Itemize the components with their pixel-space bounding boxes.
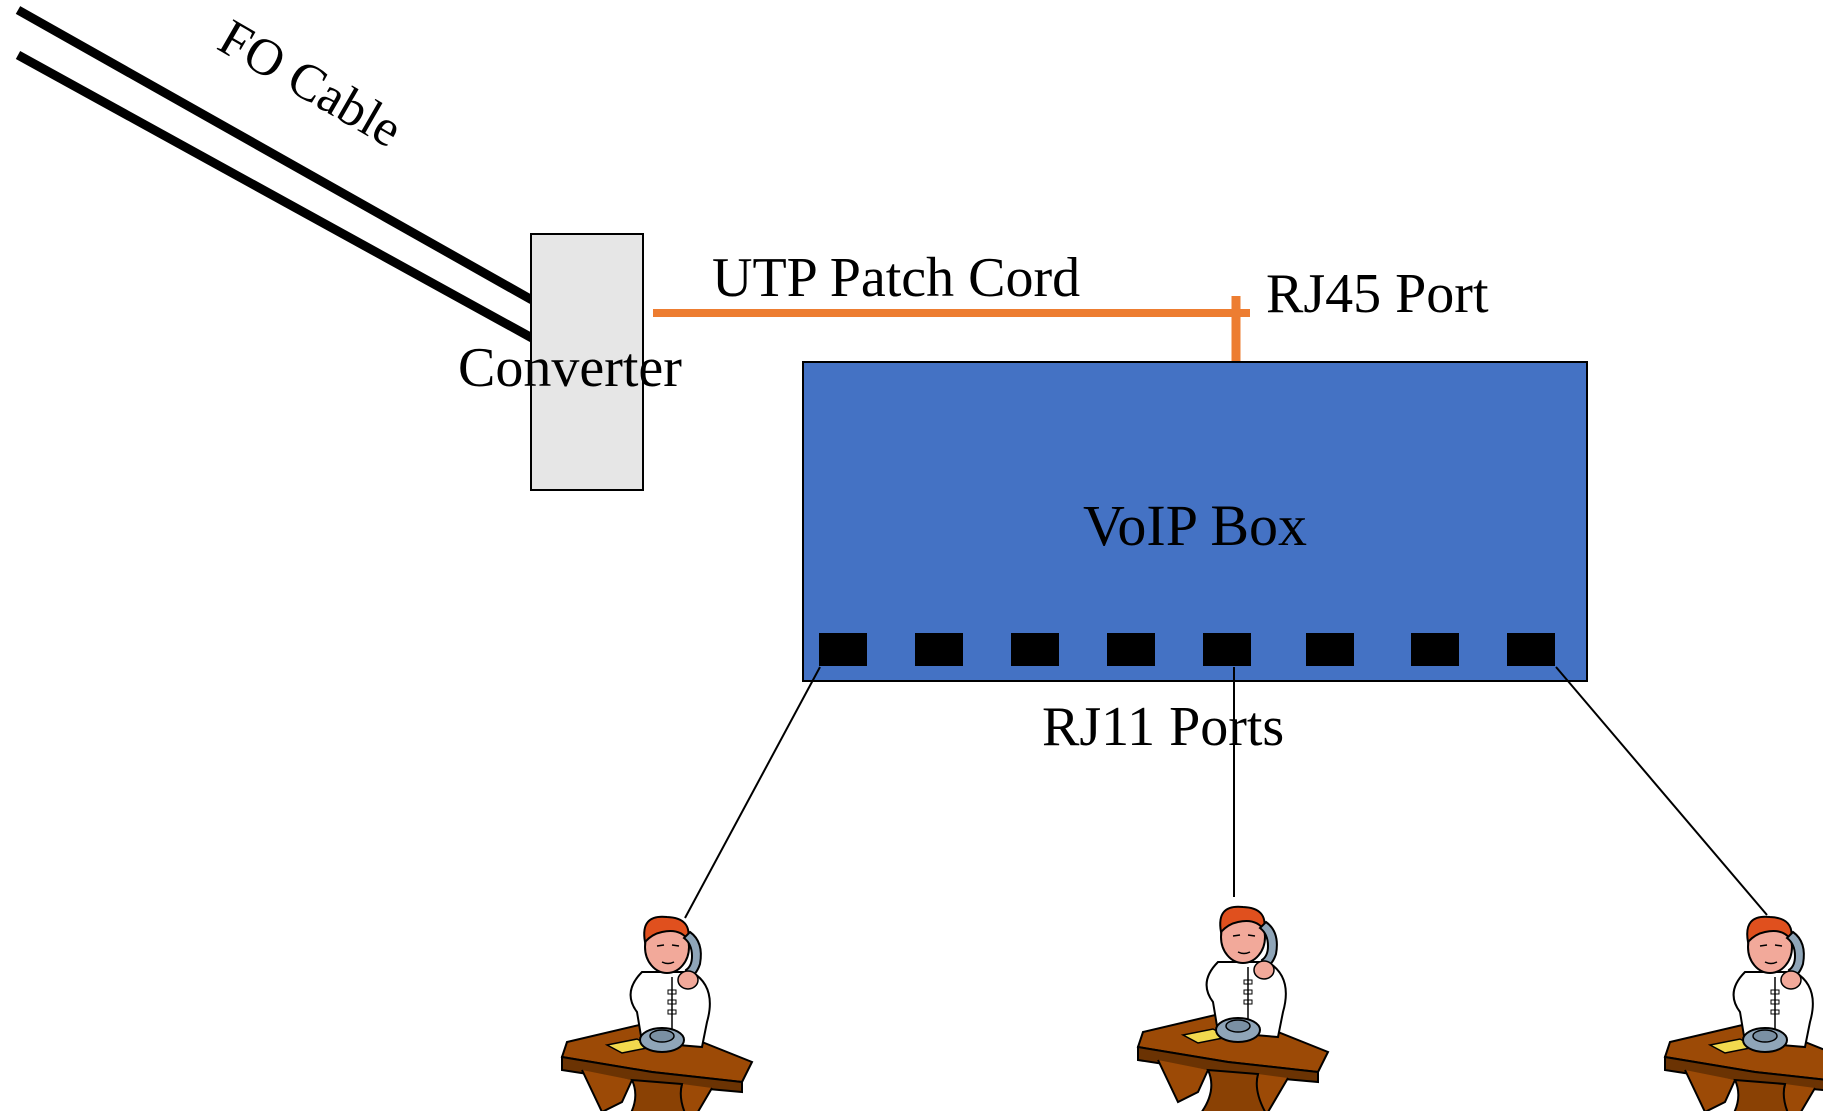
person-on-phone-at-desk-icon: [561, 915, 753, 1111]
person-on-phone-at-desk-icon: [1137, 905, 1329, 1111]
rj11-ports-label: RJ11 Ports: [1042, 696, 1284, 758]
voip-box-label: VoIP Box: [1083, 493, 1307, 558]
rj11-port: [1507, 633, 1555, 666]
phone-wires: [684, 666, 1768, 919]
converter-box: [530, 233, 644, 491]
rj45-port-label: RJ45 Port: [1266, 263, 1489, 325]
rj11-port: [1011, 633, 1059, 666]
rj11-port: [1203, 633, 1251, 666]
converter-label: Converter: [458, 337, 682, 399]
fo-cable: [15, 6, 535, 342]
rj11-port: [819, 633, 867, 666]
rj11-port: [915, 633, 963, 666]
rj11-port: [1306, 633, 1354, 666]
rj11-ports: [819, 633, 1555, 666]
rj11-port: [1107, 633, 1155, 666]
utp-patch-cord-label: UTP Patch Cord: [712, 247, 1080, 309]
rj11-port: [1411, 633, 1459, 666]
voip-box: [802, 361, 1588, 682]
utp-patch-cord: [653, 296, 1250, 361]
person-on-phone-at-desk-icon: [1664, 915, 1823, 1111]
